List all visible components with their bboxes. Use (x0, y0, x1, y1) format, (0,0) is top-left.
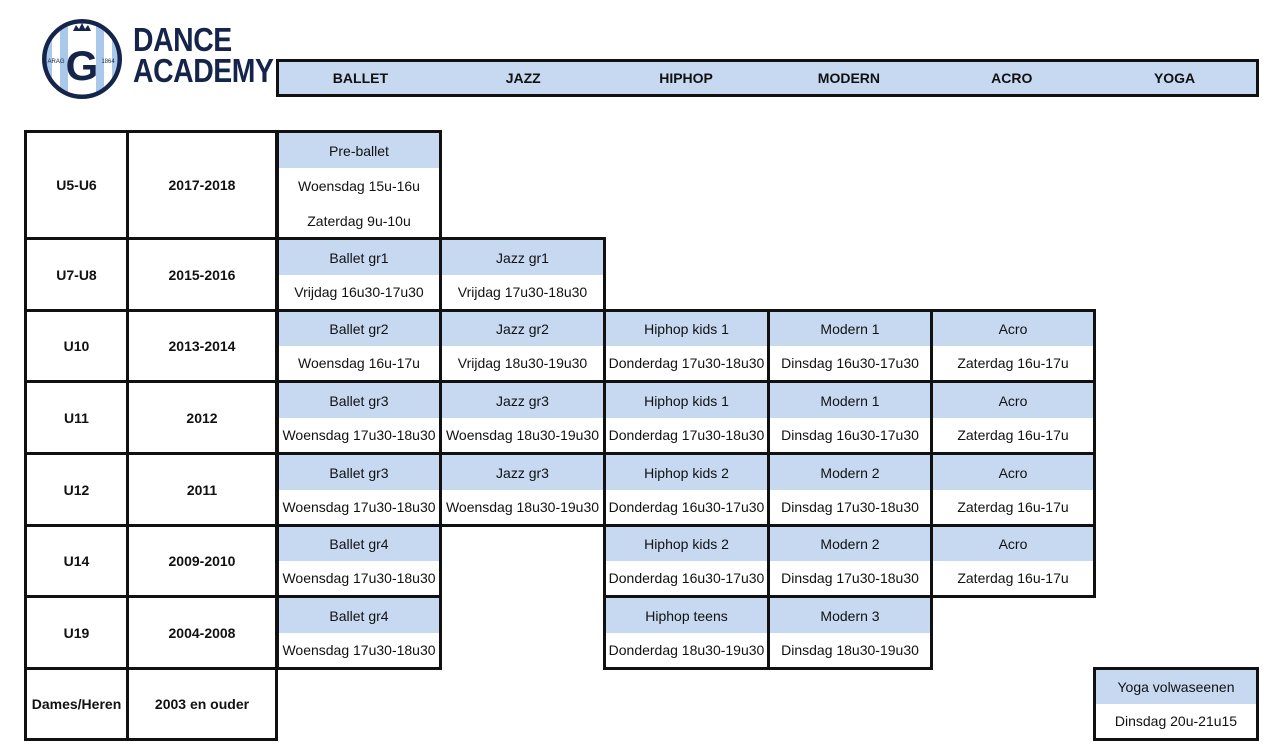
class-time: Woensdag 17u30-18u30 (282, 427, 436, 443)
class-time: Woensdag 15u-16u (298, 177, 420, 194)
age-u7-u8: U7-U8 (56, 266, 97, 283)
class-time: Dinsdag 16u30-17u30 (781, 427, 919, 443)
class-time: Woensdag 17u30-18u30 (282, 570, 436, 586)
class-name: Acro (933, 383, 1093, 418)
class-time: Dinsdag 18u30-19u30 (781, 642, 919, 658)
class-name: Hiphop kids 2 (606, 527, 767, 561)
class-time: Woensdag 17u30-18u30 (282, 499, 436, 515)
category-modern: MODERN (817, 70, 881, 86)
emblem-left-text: ARAG (47, 59, 64, 65)
emblem-letter: G (66, 42, 99, 89)
class-name: Jazz gr3 (442, 383, 603, 418)
years-u12: 2011 (186, 481, 218, 498)
age-u14: U14 (63, 553, 90, 569)
class-time: Woensdag 18u30-19u30 (445, 499, 600, 515)
class-name: Acro (933, 312, 1093, 346)
class-name: Acro (933, 455, 1093, 490)
class-time: Zaterdag 16u-17u (957, 355, 1069, 371)
class-time: Dinsdag 16u30-17u30 (781, 355, 919, 371)
class-time: Zaterdag 16u-17u (957, 499, 1069, 515)
class-time: Zaterdag 16u-17u (957, 570, 1069, 586)
class-name: Ballet gr2 (279, 312, 439, 346)
class-time: Woensdag 17u30-18u30 (282, 642, 436, 658)
class-name: Acro (933, 527, 1093, 561)
age-dames-heren: Dames/Heren (31, 696, 122, 712)
class-name: Ballet gr3 (279, 383, 439, 418)
academy-emblem-logo: G ARAG 1864 (42, 19, 122, 99)
class-name: Hiphop teens (606, 598, 767, 633)
class-time: Donderdag 16u30-17u30 (608, 499, 765, 515)
age-u5-u6: U5-U6 (56, 177, 97, 193)
class-time: Dinsdag 20u-21u15 (1114, 713, 1238, 729)
age-group-table (24, 130, 278, 741)
class-name: Hiphop kids 1 (606, 383, 767, 418)
brand-wordmark: DANCE ACADEMY (133, 21, 274, 89)
years-u19: 2004-2008 (168, 624, 236, 641)
class-time: Vrijdag 16u30-17u30 (294, 284, 424, 300)
class-time: Zaterdag 9u-10u (307, 212, 411, 229)
class-name: Modern 2 (770, 455, 930, 490)
age-u12: U12 (63, 481, 90, 498)
years-u7-u8: 2015-2016 (168, 266, 236, 283)
years-u14: 2009-2010 (168, 553, 236, 569)
class-name: Yoga volwaseenen (1096, 670, 1256, 704)
class-name: Ballet gr3 (279, 455, 439, 490)
class-name: Jazz gr3 (442, 455, 603, 490)
class-name: Pre-ballet (279, 133, 439, 168)
class-name: Modern 1 (770, 312, 930, 346)
class-name: Ballet gr4 (279, 527, 439, 561)
age-u11: U11 (64, 409, 89, 426)
class-time: Dinsdag 17u30-18u30 (781, 499, 919, 515)
class-time: Donderdag 16u30-17u30 (608, 570, 765, 586)
category-hiphop: HIPHOP (659, 70, 713, 86)
category-bar: BALLET JAZZ HIPHOP MODERN ACRO YOGA (276, 59, 1259, 97)
emblem-right-text: 1864 (101, 59, 115, 65)
class-time: Woensdag 18u30-19u30 (445, 427, 600, 443)
class-name: Modern 1 (770, 383, 930, 418)
age-u10: U10 (63, 338, 90, 354)
class-name: Hiphop kids 2 (606, 455, 767, 490)
class-time: Vrijdag 17u30-18u30 (457, 284, 588, 300)
category-ballet: BALLET (332, 70, 389, 86)
class-time: Donderdag 17u30-18u30 (608, 355, 765, 371)
years-u11: 2012 (186, 409, 218, 426)
class-time: Donderdag 18u30-19u30 (608, 642, 765, 658)
class-time: Donderdag 17u30-18u30 (608, 427, 765, 443)
class-name: Modern 2 (770, 527, 930, 561)
years-dames-heren: 2003 en ouder (154, 696, 250, 712)
brand-line-1: DANCE (133, 21, 232, 58)
class-name: Jazz gr2 (442, 312, 603, 346)
class-name: Jazz gr1 (442, 240, 603, 275)
class-name: Modern 3 (770, 598, 930, 633)
class-name: Ballet gr1 (279, 240, 439, 275)
class-time: Woensdag 16u-17u (298, 355, 420, 371)
years-u10: 2013-2014 (168, 338, 236, 354)
years-u5-u6: 2017-2018 (168, 177, 236, 193)
age-u19: U19 (63, 624, 90, 641)
category-jazz: JAZZ (505, 70, 541, 86)
class-name: Ballet gr4 (279, 598, 439, 633)
class-time: Dinsdag 17u30-18u30 (781, 570, 919, 586)
brand-line-2: ACADEMY (133, 52, 274, 89)
class-time: Vrijdag 18u30-19u30 (457, 355, 588, 371)
class-name: Hiphop kids 1 (606, 312, 767, 346)
class-time: Zaterdag 16u-17u (957, 427, 1069, 443)
category-acro: ACRO (991, 70, 1033, 86)
category-yoga: YOGA (1153, 70, 1196, 86)
